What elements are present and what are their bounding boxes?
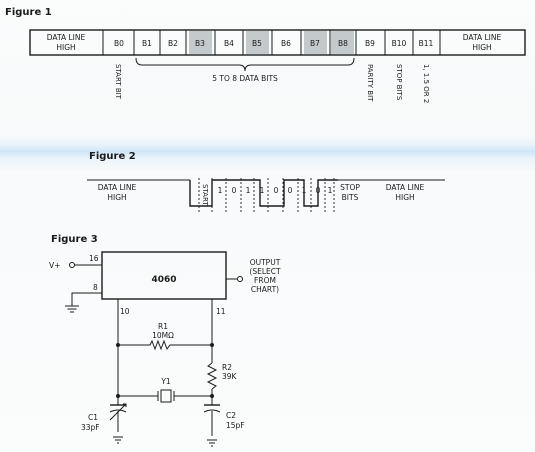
- data-bits-brace: [135, 57, 355, 72]
- r2-resistor: [206, 362, 218, 390]
- y1-label: Y1: [160, 377, 171, 386]
- bit-cell: B2: [168, 39, 178, 48]
- r1-value: 10MΩ: [152, 331, 174, 340]
- fig2-data-line-high-right-2: HIGH: [395, 193, 414, 202]
- output-label-4: CHART): [251, 285, 279, 294]
- ic-4060: [101, 251, 227, 300]
- bit-cell: B10: [392, 39, 407, 48]
- bit-cell: B7: [310, 39, 320, 48]
- waveform-bit: 0: [274, 186, 279, 195]
- bit-cell: B3: [195, 39, 205, 48]
- c2-label: C2: [226, 411, 236, 420]
- bit-cell: B9: [365, 39, 375, 48]
- parity-bit-label: PARITY BIT: [366, 64, 374, 102]
- bit-cell: B0: [114, 39, 124, 48]
- waveform-bit: 0: [316, 186, 321, 195]
- data-line-high-right-1: DATA LINE: [463, 33, 502, 42]
- stop-bits-text-1: STOP: [340, 183, 360, 192]
- fig2-data-line-high-left-2: HIGH: [107, 193, 126, 202]
- pin-10-label: 10: [120, 307, 130, 316]
- pin-11-label: 11: [216, 307, 226, 316]
- figure-3-title: Figure 3: [51, 234, 98, 245]
- r2-value: 39K: [222, 372, 238, 381]
- waveform-bit: 1: [328, 186, 333, 195]
- ground-symbol: [113, 436, 123, 444]
- r2-label: R2: [222, 363, 232, 372]
- stop-count-label: 1, 1.5 OR 2: [422, 64, 430, 103]
- timing-waveform: [87, 178, 445, 214]
- stop-bits-text-2: BITS: [342, 193, 359, 202]
- c1-label: C1: [88, 413, 98, 422]
- output-terminal: [237, 276, 243, 282]
- start-label: START: [201, 184, 209, 206]
- ground-symbol: [207, 439, 217, 447]
- vplus-label: V+: [49, 261, 60, 270]
- start-bit-label: START BIT: [114, 64, 122, 100]
- output-label-2: (SELECT: [249, 267, 281, 276]
- waveform-bit: 1: [218, 186, 223, 195]
- fig2-data-line-high-right-1: DATA LINE: [386, 183, 425, 192]
- bit-cell: B4: [224, 39, 234, 48]
- c2-capacitor: [203, 404, 221, 436]
- r1-label: R1: [158, 322, 168, 331]
- data-line-high-left-1: DATA LINE: [47, 33, 86, 42]
- data-bits-label: 5 TO 8 DATA BITS: [212, 74, 278, 83]
- pin-8-label: 8: [93, 283, 98, 292]
- ground-symbol: [65, 305, 79, 313]
- c1-value: 33pF: [81, 423, 100, 432]
- oscillator-wiring: [117, 299, 213, 405]
- waveform-bit: 1: [302, 186, 307, 195]
- pin-16-label: 16: [89, 254, 99, 263]
- waveform-bit: 0: [288, 186, 293, 195]
- waveform-bit: 0: [232, 186, 237, 195]
- bit-cell: B1: [142, 39, 152, 48]
- ic-label: 4060: [151, 275, 176, 285]
- figure-1-title: Figure 1: [5, 7, 52, 18]
- data-line-high-left-2: HIGH: [56, 43, 75, 52]
- bit-cell: B8: [338, 39, 348, 48]
- c2-value: 15pF: [226, 421, 245, 430]
- vplus-terminal: [69, 262, 75, 268]
- bit-cell: B11: [419, 39, 434, 48]
- fig2-data-line-high-left-1: DATA LINE: [98, 183, 137, 192]
- y1-crystal: [157, 389, 175, 403]
- output-label-3: FROM: [254, 276, 276, 285]
- output-label-1: OUTPUT: [250, 258, 281, 267]
- stop-bits-label: STOP BITS: [395, 64, 403, 101]
- frame-diagram: DATA LINE HIGH B0 B1 B2 B3 B4 B5 B6 B7 B…: [29, 29, 526, 56]
- waveform-bit: 1: [246, 186, 251, 195]
- bit-cell: B5: [252, 39, 262, 48]
- figure-2-title: Figure 2: [89, 151, 136, 162]
- waveform-bit: 1: [260, 186, 265, 195]
- bit-cell: B6: [281, 39, 291, 48]
- c1-variable-capacitor: [109, 403, 127, 432]
- data-line-high-right-2: HIGH: [472, 43, 491, 52]
